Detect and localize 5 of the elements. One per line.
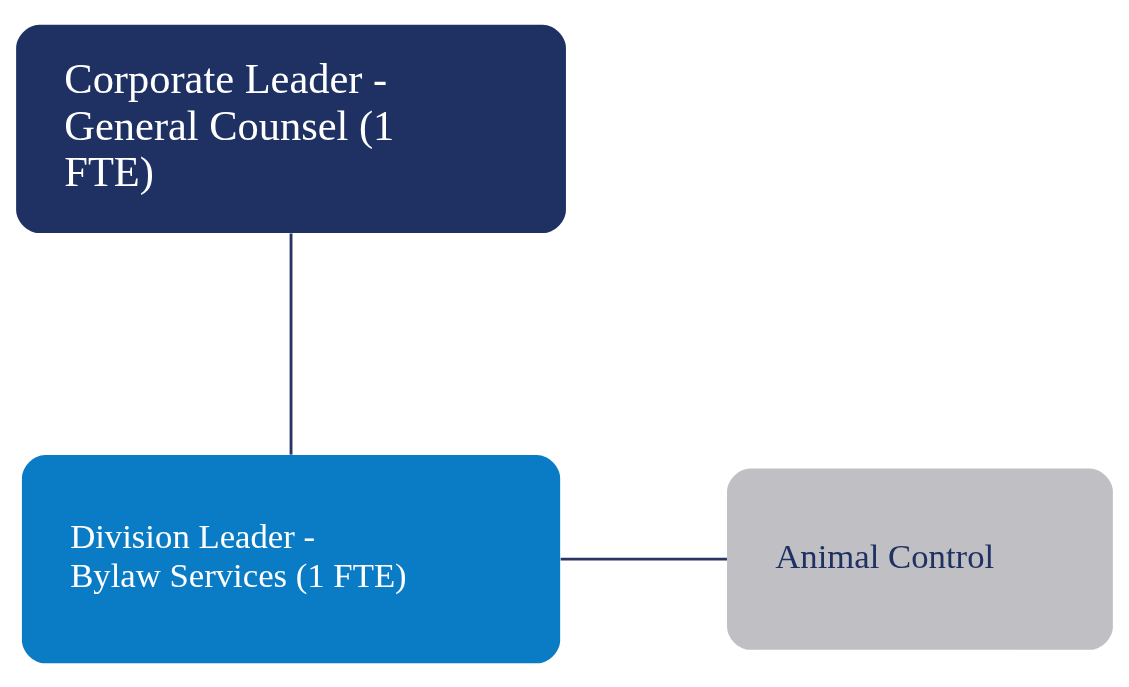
- connector: [560, 557, 727, 561]
- node-box: Division Leader - Bylaw Services (1 FTE): [21, 454, 561, 663]
- node-box: Animal Control: [727, 467, 1113, 650]
- connector: [289, 233, 293, 455]
- node-box: Corporate Leader - General Counsel (1 FTE): [16, 24, 566, 233]
